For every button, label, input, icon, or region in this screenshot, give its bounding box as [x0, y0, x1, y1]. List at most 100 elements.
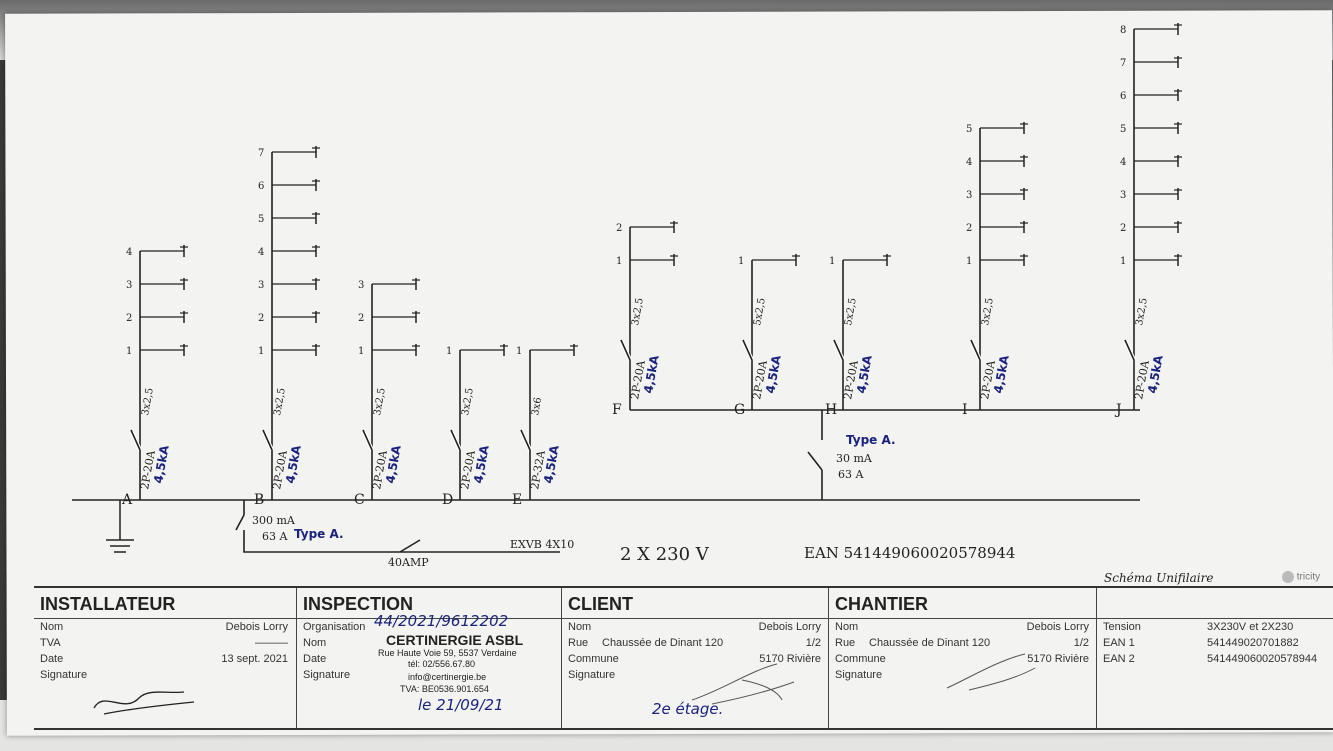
circuit-rating: 4,5kA — [854, 353, 875, 394]
point-number: 1 — [358, 346, 364, 357]
client-rue-num: 1/2 — [805, 637, 821, 649]
chantier-nom-value: Debois Lorry — [1026, 621, 1089, 633]
earth-icon — [106, 500, 134, 553]
sub-diff-label: 30 mA — [836, 452, 873, 465]
ean2-label: EAN 2 — [1103, 653, 1135, 665]
client-signature-icon — [691, 663, 795, 705]
point-number: 5 — [1120, 124, 1126, 135]
client-commune-label: Commune — [568, 653, 619, 665]
chantier-commune-label: Commune — [835, 653, 886, 665]
point-number: 8 — [1120, 25, 1126, 36]
chantier-signature-icon — [946, 653, 1036, 691]
stamp-address: Rue Haute Voie 59, 5537 Verdaine — [378, 648, 517, 658]
point-number: 2 — [258, 313, 264, 324]
main-diff-type: Type A. — [294, 527, 344, 541]
stamp-mail: info@certinergie.be — [408, 672, 487, 682]
stamp-tel: tél: 02/556.67.80 — [408, 659, 476, 669]
point-number: 5 — [966, 124, 972, 135]
point-number: 1 — [516, 346, 522, 357]
circuit-cable: 5x2,5 — [752, 297, 768, 326]
stamp-tva: TVA: BE0536.901.654 — [400, 684, 489, 694]
point-number: 5 — [258, 214, 264, 225]
point-number: 6 — [1120, 91, 1126, 102]
point-number: 1 — [738, 256, 744, 267]
circuit-letter: I — [962, 402, 968, 418]
circuit-cable: 3x2,5 — [1134, 297, 1150, 326]
stamp-name: CERTINERGIE ASBL — [386, 632, 524, 648]
circuit-rating: 4,5kA — [641, 353, 662, 394]
inspection-date-handwritten: le 21/09/21 — [418, 696, 504, 714]
inspection-ref: 44/2021/9612202 — [374, 612, 509, 630]
circuit-cable: 3x2,5 — [460, 387, 476, 416]
circuit-cable: 3x2,5 — [980, 297, 996, 326]
inst-date-value: 13 sept. 2021 — [221, 653, 288, 665]
breaker-switch-icon — [362, 429, 373, 451]
breaker-switch-icon — [970, 339, 981, 361]
circuit-letter: C — [354, 492, 365, 508]
sub-diff-type: Type A. — [846, 433, 896, 447]
inst-tva-label: TVA — [40, 637, 61, 649]
circuits-group: A2P-20A4,5kA3x2,51234B2P-20A4,5kA3x2,512… — [121, 23, 1182, 508]
chantier-nom-label: Nom — [835, 621, 859, 633]
breaker-switch-icon — [262, 429, 273, 451]
breaker-switch-icon — [1124, 339, 1135, 361]
point-number: 4 — [1120, 157, 1126, 168]
inspection-block: INSPECTION Organisation Nom Date Signatu… — [296, 588, 562, 728]
main-diff-label: 300 mA — [252, 514, 296, 527]
circuit-letter: J — [1114, 402, 1122, 418]
circuit-letter: F — [612, 402, 622, 418]
circuit-rating: 4,5kA — [991, 353, 1012, 394]
point-number: 2 — [126, 313, 132, 324]
tension-label: Tension — [1103, 621, 1141, 633]
point-number: 1 — [126, 346, 132, 357]
circuit-cable: 3x2,5 — [372, 387, 388, 416]
point-number: 6 — [258, 181, 264, 192]
circuit-rating: 4,5kA — [1145, 353, 1166, 394]
circuit-rating: 4,5kA — [763, 353, 784, 394]
point-number: 1 — [258, 346, 264, 357]
client-rue-value: Chaussée de Dinant 120 — [602, 637, 724, 649]
point-number: 4 — [258, 247, 264, 258]
point-number: 2 — [966, 223, 972, 234]
circuit-rating: 4,5kA — [151, 443, 172, 484]
circuit-rating: 4,5kA — [541, 443, 562, 484]
chantier-rue-value: Chaussée de Dinant 120 — [869, 637, 991, 649]
point-number: 2 — [358, 313, 364, 324]
tricity-label: tricity — [1296, 571, 1321, 583]
breaker-switch-icon — [620, 339, 631, 361]
tension-value: 3X230V et 2X230 — [1207, 621, 1294, 633]
insp-signature-label: Signature — [303, 669, 351, 681]
main-diff-rating: 63 A — [262, 530, 288, 543]
point-number: 1 — [616, 256, 622, 267]
client-heading: CLIENT — [562, 588, 829, 619]
client-rue-label: Rue — [568, 637, 589, 649]
circuit-cable: 3x6 — [530, 397, 544, 417]
installateur-signature-icon — [93, 691, 195, 715]
supply-voltage: 2 X 230 V — [620, 544, 710, 565]
point-number: 4 — [966, 157, 972, 168]
inst-nom-value: Debois Lorry — [225, 621, 288, 633]
circuit-cable: 3x2,5 — [272, 387, 288, 416]
client-note: 2e étage. — [652, 700, 724, 718]
main-feed — [235, 500, 560, 553]
circuit-letter: E — [512, 492, 522, 508]
breaker-switch-icon — [450, 429, 461, 451]
circuit-letter: A — [121, 492, 133, 508]
sub-diff-rating: 63 A — [838, 468, 864, 481]
point-number: 1 — [446, 346, 452, 357]
main-breaker-label: 40AMP — [388, 556, 429, 569]
point-number: 3 — [1120, 190, 1126, 201]
inst-signature-label: Signature — [40, 669, 88, 681]
point-number: 3 — [966, 190, 972, 201]
insp-org-label: Organisation — [303, 621, 366, 633]
circuit-letter: G — [734, 402, 745, 418]
circuit-cable: 5x2,5 — [843, 297, 859, 326]
circuit-letter: H — [825, 402, 837, 418]
breaker-switch-icon — [130, 429, 141, 451]
client-nom-label: Nom — [568, 621, 592, 633]
breaker-switch-icon — [520, 429, 531, 451]
insp-nom-label: Nom — [303, 637, 327, 649]
